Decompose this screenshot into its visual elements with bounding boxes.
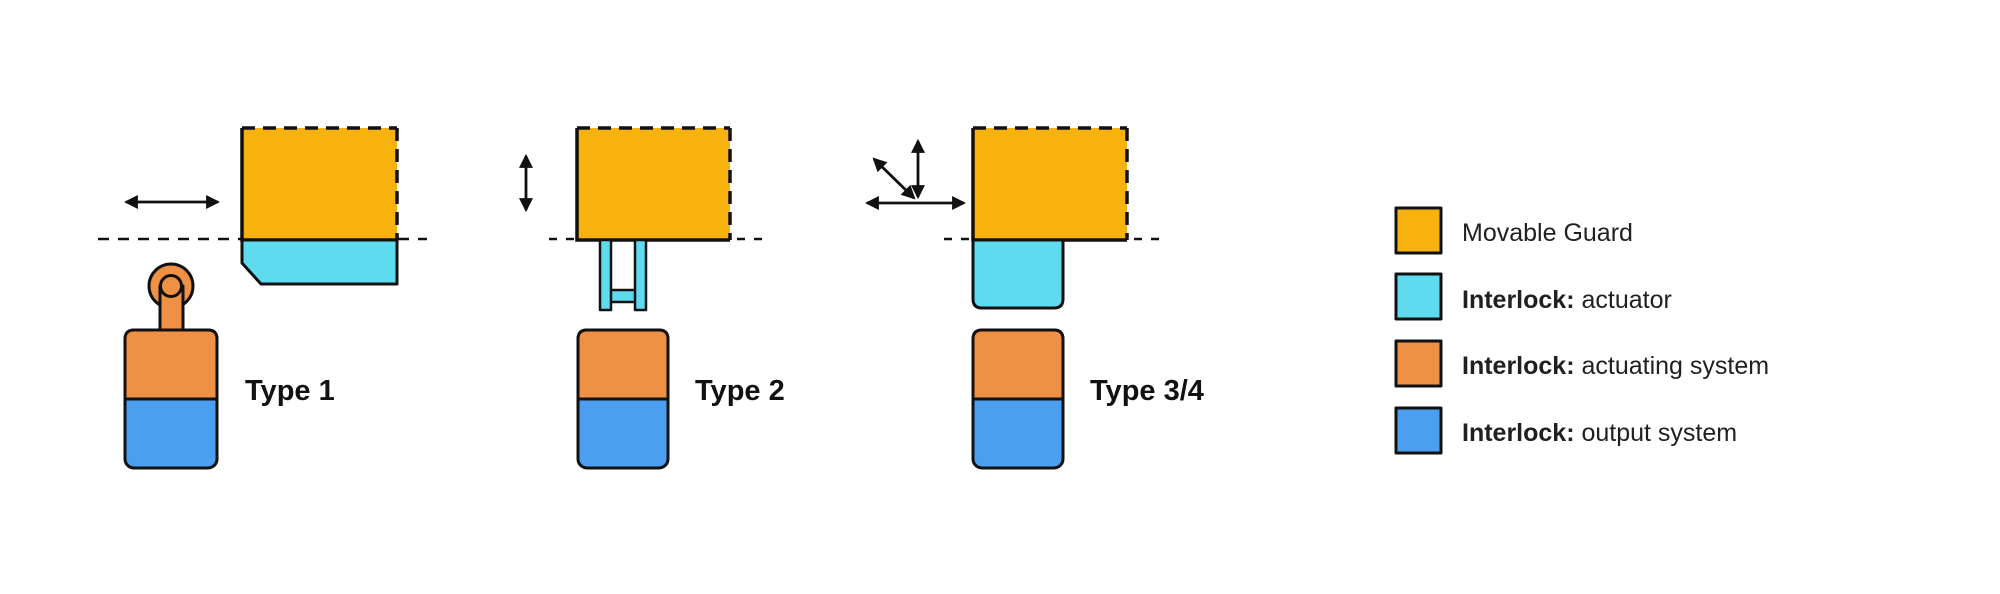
- legend-item-movable-guard: Movable Guard: [1394, 206, 1633, 255]
- type-3-4-label: Type 3/4: [1090, 375, 1204, 407]
- legend-swatch-output-system: [1394, 406, 1443, 455]
- interlock-actuator-tongue: [240, 238, 399, 286]
- legend-item-output-system: Interlock: output system: [1394, 406, 1737, 455]
- legend-item-actuator: Interlock: actuator: [1394, 272, 1672, 321]
- type-1-diagram: Type 1: [98, 126, 427, 470]
- legend-swatch-actuator: [1394, 272, 1443, 321]
- legend-label: Interlock: actuating system: [1462, 352, 1769, 380]
- actuating-system-block: [576, 328, 670, 401]
- legend-label: Movable Guard: [1462, 219, 1633, 247]
- roller-axle: [159, 274, 183, 298]
- type-2-diagram: Type 2: [519, 126, 785, 470]
- interlock-switch-body: [123, 328, 219, 470]
- guard-solid-edges: [575, 128, 730, 242]
- type-2-label: Type 2: [695, 375, 785, 407]
- fork-prong-left: [598, 238, 613, 312]
- interlock-switch-body: [576, 328, 670, 470]
- legend: Movable Guard Interlock: actuator Interl…: [1394, 206, 1769, 455]
- legend-item-actuating-system: Interlock: actuating system: [1394, 339, 1769, 388]
- interlock-actuator-block: [971, 238, 1065, 310]
- actuating-system-block: [971, 328, 1065, 401]
- movable-guard-block: [242, 128, 397, 240]
- legend-swatch-guard: [1394, 206, 1443, 255]
- legend-label: Interlock: actuator: [1462, 286, 1672, 314]
- movable-guard-block: [973, 128, 1127, 240]
- interlock-actuator-fork: [598, 238, 648, 312]
- type-3-4-diagram: Type 3/4: [864, 126, 1204, 470]
- diagonal-double-arrow-icon: [872, 157, 916, 200]
- actuating-system-block: [123, 328, 219, 401]
- movable-guard-block: [577, 128, 730, 240]
- fork-prong-right: [633, 238, 648, 312]
- fork-crossbar: [607, 288, 639, 304]
- multi-direction-arrows-icon: [864, 138, 967, 210]
- interlock-switch-body: [971, 328, 1065, 470]
- legend-swatch-actuating-system: [1394, 339, 1443, 388]
- legend-label: Interlock: output system: [1462, 419, 1737, 447]
- type-1-label: Type 1: [245, 375, 335, 407]
- roller-plunger: [147, 262, 195, 334]
